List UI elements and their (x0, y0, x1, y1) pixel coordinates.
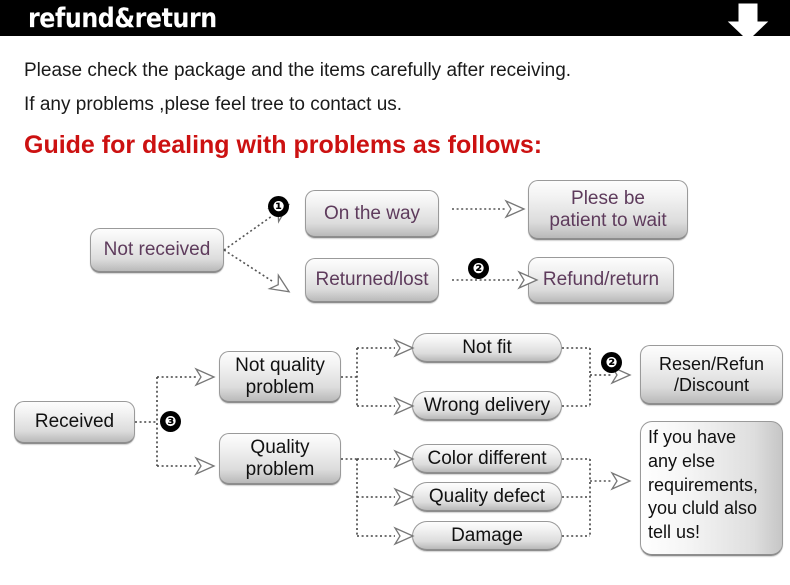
box-please-be-patient: Plese be patient to wait (528, 180, 688, 240)
box-not-received: Not received (90, 228, 224, 273)
box-please-be-patient-line2: patient to wait (549, 209, 667, 231)
note-line-2: any else (648, 450, 716, 471)
box-returned-lost-label: Returned/lost (315, 269, 429, 291)
box-received-label: Received (34, 411, 115, 433)
box-quality-defect-label: Quality defect (428, 485, 546, 507)
box-please-be-patient-line1: Plese be (571, 188, 645, 210)
box-not-received-label: Not received (103, 239, 211, 261)
marker-two-bottom: ❷ (601, 352, 622, 373)
box-returned-lost: Returned/lost (305, 258, 439, 303)
box-resend-refund-discount-line2: /Discount (673, 374, 750, 395)
box-not-fit: Not fit (412, 333, 562, 363)
box-refund-return: Refund/return (528, 257, 674, 304)
guide-heading: Guide for dealing with problems as follo… (24, 131, 543, 159)
down-arrow-icon (727, 3, 769, 41)
box-resend-refund-discount-line1: Resen/Refun (658, 354, 765, 375)
intro-line-2: If any problems ,plese feel tree to cont… (24, 94, 403, 115)
box-color-different-label: Color different (427, 447, 547, 469)
box-quality-problem-line1: Quality (250, 437, 310, 459)
box-not-quality-problem-line2: problem (245, 376, 315, 398)
box-color-different: Color different (412, 444, 562, 474)
box-on-the-way: On the way (305, 190, 439, 238)
box-not-quality-problem: Not quality problem (219, 351, 341, 403)
intro-line-1: Please check the package and the items c… (24, 60, 572, 81)
box-damage-label: Damage (451, 524, 523, 546)
box-damage: Damage (412, 521, 562, 551)
box-on-the-way-label: On the way (323, 202, 421, 224)
note-line-3: requirements, (648, 474, 759, 495)
box-wrong-delivery-label: Wrong delivery (423, 394, 551, 416)
box-quality-problem: Quality problem (219, 433, 341, 485)
box-extra-requirements-note: If you have any else requirements, you c… (640, 421, 783, 556)
note-line-5: tell us! (648, 522, 701, 542)
box-resend-refund-discount: Resen/Refun /Discount (640, 345, 783, 405)
box-quality-problem-line2: problem (245, 458, 315, 480)
header-bar (0, 0, 790, 36)
marker-one: ❶ (268, 196, 289, 217)
marker-two-top: ❷ (468, 258, 489, 279)
box-wrong-delivery: Wrong delivery (412, 391, 562, 421)
box-not-fit-label: Not fit (462, 336, 512, 358)
box-quality-defect: Quality defect (412, 482, 562, 512)
note-line-1: If you have (648, 427, 737, 447)
page-title: refund&return (28, 3, 217, 34)
box-not-quality-problem-line1: Not quality (235, 355, 325, 377)
box-received: Received (14, 401, 135, 444)
box-refund-return-label: Refund/return (542, 269, 660, 291)
note-line-4: you cluld also (648, 498, 758, 519)
marker-three: ❸ (160, 411, 181, 432)
